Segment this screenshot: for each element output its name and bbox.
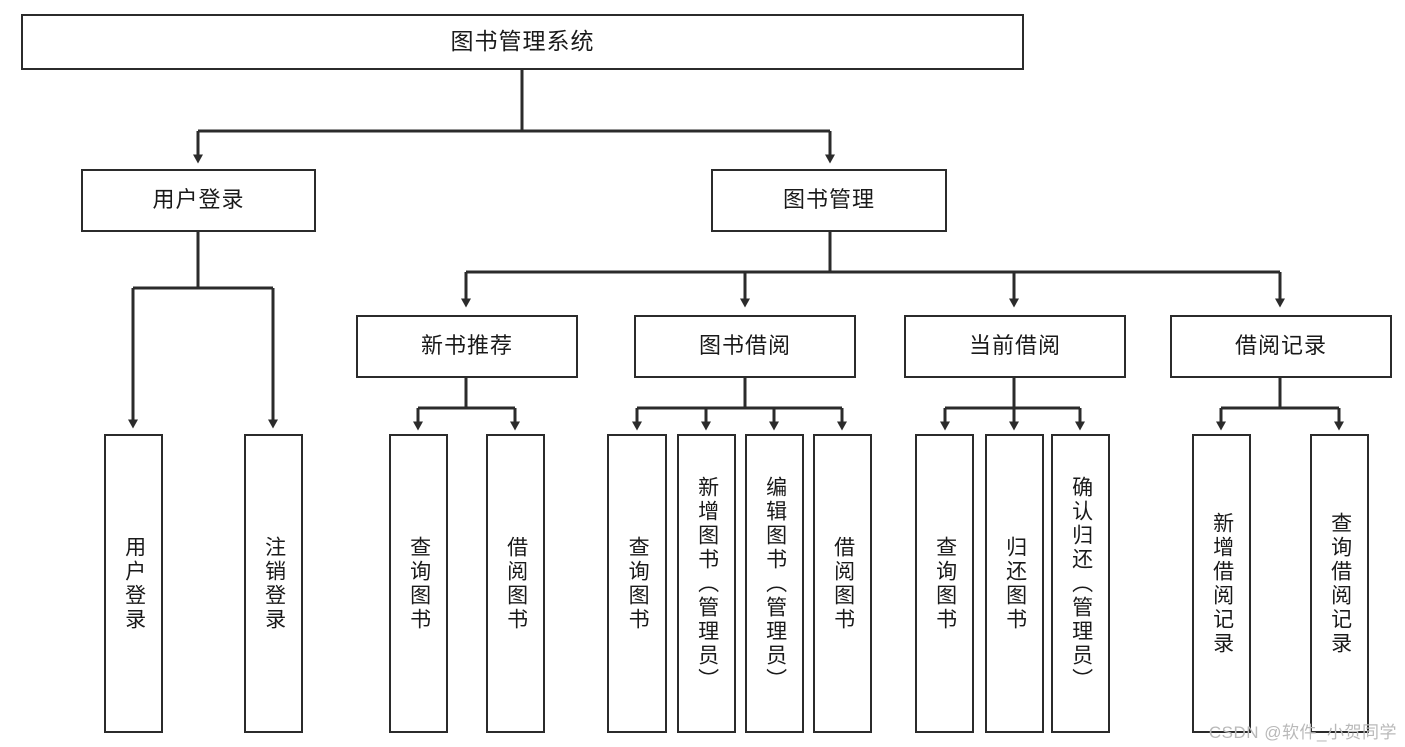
leaf-label: 新增借阅记录 bbox=[1210, 511, 1234, 656]
node-book-borrow[interactable]: 图书借阅 bbox=[634, 315, 856, 378]
leaf-label: 确认归还（管理员） bbox=[1069, 475, 1093, 692]
leaf-label: 查询图书 bbox=[933, 535, 957, 632]
leaf-add-book-admin[interactable]: 新增图书（管理员） bbox=[677, 434, 736, 733]
node-current-borrow[interactable]: 当前借阅 bbox=[904, 315, 1126, 378]
node-borrow-record[interactable]: 借阅记录 bbox=[1170, 315, 1392, 378]
leaf-label: 查询图书 bbox=[407, 535, 431, 632]
node-new-book-recommend[interactable]: 新书推荐 bbox=[356, 315, 578, 378]
leaf-label: 编辑图书（管理员） bbox=[763, 475, 787, 692]
leaf-confirm-return-admin[interactable]: 确认归还（管理员） bbox=[1051, 434, 1110, 733]
leaf-label: 新增图书（管理员） bbox=[695, 475, 719, 692]
watermark: CSDN @软件_小贺同学 bbox=[1208, 723, 1397, 742]
leaf-borrow-books-recommend[interactable]: 借阅图书 bbox=[486, 434, 545, 733]
leaf-label: 查询图书 bbox=[626, 535, 650, 632]
leaf-label: 借阅图书 bbox=[831, 535, 855, 632]
leaf-add-borrow-record[interactable]: 新增借阅记录 bbox=[1192, 434, 1251, 733]
leaf-label: 注销登录 bbox=[262, 535, 286, 632]
leaf-edit-book-admin[interactable]: 编辑图书（管理员） bbox=[745, 434, 804, 733]
leaf-query-books-recommend[interactable]: 查询图书 bbox=[389, 434, 448, 733]
leaf-query-books-borrow[interactable]: 查询图书 bbox=[607, 434, 667, 733]
leaf-return-books[interactable]: 归还图书 bbox=[985, 434, 1044, 733]
leaf-query-borrow-record[interactable]: 查询借阅记录 bbox=[1310, 434, 1369, 733]
node-book-management[interactable]: 图书管理 bbox=[711, 169, 947, 232]
leaf-user-login[interactable]: 用户登录 bbox=[104, 434, 163, 733]
leaf-borrow-books[interactable]: 借阅图书 bbox=[813, 434, 872, 733]
leaf-label: 借阅图书 bbox=[504, 535, 528, 632]
leaf-query-books-current[interactable]: 查询图书 bbox=[915, 434, 974, 733]
node-user-login[interactable]: 用户登录 bbox=[81, 169, 316, 232]
leaf-label: 查询借阅记录 bbox=[1328, 511, 1352, 656]
leaf-label: 用户登录 bbox=[122, 535, 146, 632]
leaf-label: 归还图书 bbox=[1003, 535, 1027, 632]
node-root[interactable]: 图书管理系统 bbox=[21, 14, 1024, 70]
leaf-logout[interactable]: 注销登录 bbox=[244, 434, 303, 733]
